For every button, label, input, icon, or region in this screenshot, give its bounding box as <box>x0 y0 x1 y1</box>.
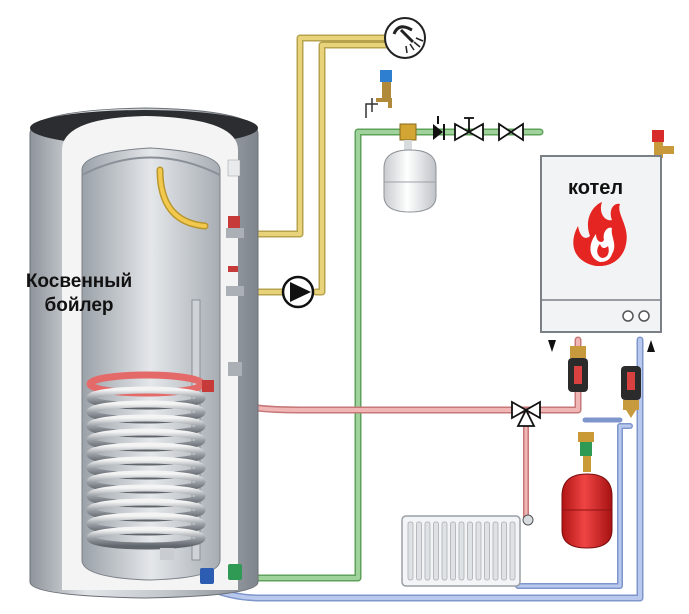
radiator-fin <box>509 521 516 581</box>
filter-left <box>568 346 588 392</box>
safety-valve-icon <box>652 130 674 158</box>
sensor-port-top <box>228 216 240 230</box>
boiler-label: Косвенный бойлер <box>20 270 138 318</box>
radiator-icon <box>401 514 534 587</box>
flame-icon <box>573 202 627 266</box>
radiator-fin <box>424 521 431 581</box>
expansion-tank-icon <box>383 123 437 213</box>
heating-pipe <box>210 336 582 521</box>
indirect-boiler-tank <box>29 107 259 599</box>
radiator-fin <box>433 521 439 581</box>
coil-rings <box>86 386 206 550</box>
check-valve-icon <box>433 116 445 140</box>
boiler-flow-arrows <box>548 340 655 352</box>
pump-icon <box>281 275 315 309</box>
shower-icon <box>384 17 426 59</box>
boiler-label-line2: бойлер <box>44 294 114 316</box>
expansion-tank-icon <box>561 432 613 549</box>
coil-ring <box>86 526 206 550</box>
boiler-label-line1: Косвенный <box>25 271 133 292</box>
radiator-fin <box>407 521 414 581</box>
filter-right <box>621 366 641 418</box>
radiator-fin <box>458 521 465 581</box>
kotel-label: котел <box>568 177 624 199</box>
radiator-fin <box>450 521 456 581</box>
radiator-fin <box>501 521 507 581</box>
radiator-fin <box>492 521 499 581</box>
safety-valve-icon <box>365 70 392 118</box>
valve-icon <box>454 117 484 142</box>
radiator-fin <box>475 521 482 581</box>
radiator-fins <box>407 521 516 581</box>
radiator-fin <box>441 521 448 581</box>
radiator-fin <box>467 521 473 581</box>
hot-water-pipes <box>238 34 392 296</box>
radiator-fin <box>484 521 490 581</box>
three-way-valve-icon <box>511 400 541 427</box>
radiator-fin <box>416 521 422 581</box>
valve-icon <box>498 122 524 142</box>
